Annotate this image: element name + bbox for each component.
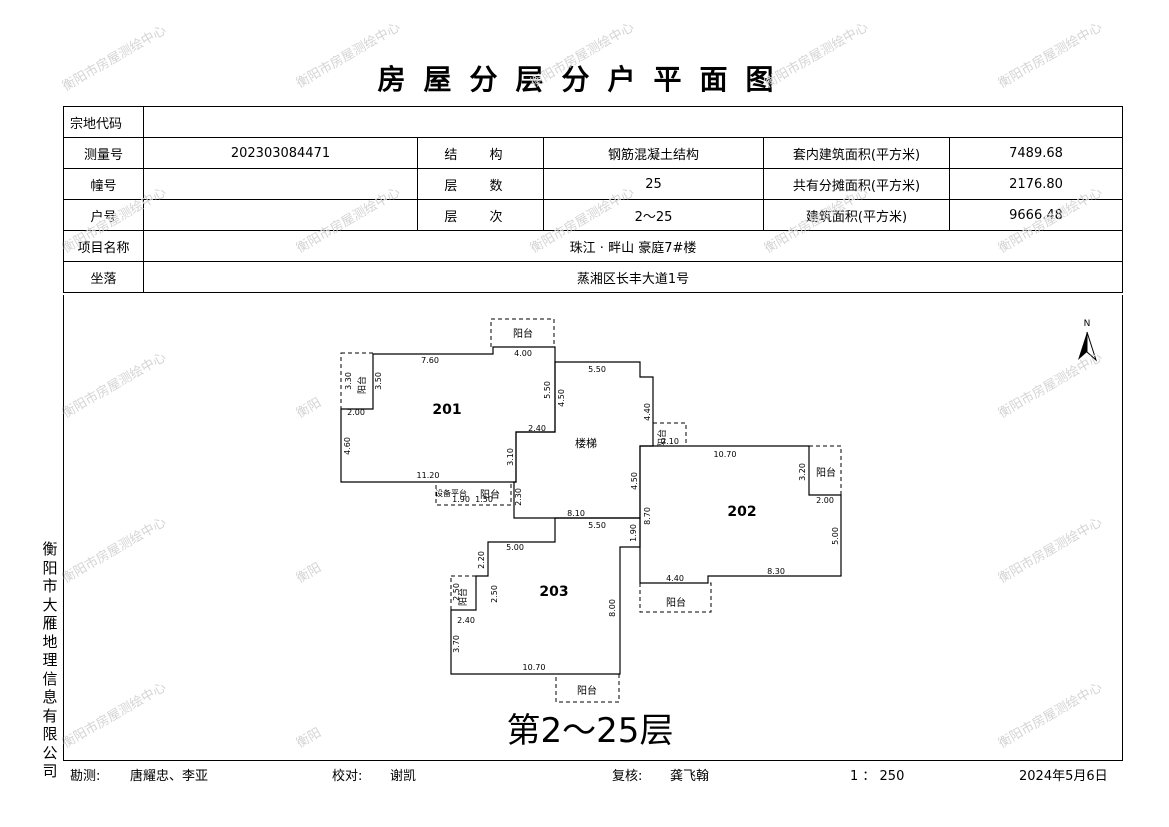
balcony-201-left <box>340 352 374 410</box>
unit-202-label: 202 <box>727 504 756 520</box>
surveyors: 唐耀忠、李亚 <box>130 769 209 784</box>
dim-label: 4.00 <box>514 349 532 358</box>
floor-caption: 第2～25层 <box>507 711 674 751</box>
dim-label: 2.00 <box>816 496 834 505</box>
info-table: 宗地代码 测量号 202303084471 结 构 钢筋混凝土结构 套内建筑面积… <box>63 106 1124 293</box>
balcony-label: 阳台 <box>457 588 469 606</box>
balcony-202-bottom <box>639 582 712 613</box>
dim-label: 3.20 <box>798 463 807 481</box>
dim-label: 4.50 <box>557 389 566 407</box>
dim-label: 7.60 <box>421 356 439 365</box>
building-area-label: 建筑面积(平方米) <box>763 199 950 231</box>
project-label: 项目名称 <box>63 230 144 262</box>
floor-range-value: 2～25 <box>543 199 764 231</box>
dim-label: 5.00 <box>831 527 840 545</box>
balcony-label: 阳台 <box>577 684 597 697</box>
floors-value: 25 <box>543 168 764 200</box>
date: 2024年5月6日 <box>1019 769 1108 784</box>
balcony-203-bottom <box>555 673 620 703</box>
floor-plan-frame <box>63 295 1123 761</box>
structure-value: 钢筋混凝土结构 <box>543 137 764 169</box>
dim-label: 2.50 <box>452 583 461 601</box>
building-area-value: 9666.48 <box>948 199 1124 231</box>
mech-platform-label: 设备平台 <box>435 488 467 498</box>
dim-label: 4.60 <box>343 437 352 455</box>
dim-label: 1.90 <box>452 495 470 504</box>
dim-label: 8.30 <box>767 567 785 576</box>
balcony-label: 阳台 <box>513 327 533 340</box>
dim-label: 3.50 <box>374 372 383 390</box>
stair-label: 楼梯 <box>575 436 597 450</box>
survey-label: 勘测: <box>70 769 101 784</box>
dim-label: 8.00 <box>608 599 617 617</box>
building-no-label: 幢号 <box>63 168 144 200</box>
dim-label: 4.40 <box>643 403 652 421</box>
balcony-stair <box>652 422 687 447</box>
check-label: 校对: <box>332 769 363 784</box>
inner-area-value: 7489.68 <box>948 137 1124 169</box>
unit-201-label: 201 <box>432 402 461 418</box>
balcony-label: 阳台 <box>356 376 368 394</box>
balcony-201-bottom <box>435 481 512 506</box>
dim-label: 1.90 <box>629 524 638 542</box>
dim-label: 3.70 <box>452 635 461 653</box>
dim-label: 10.70 <box>523 663 546 672</box>
balcony-201-top <box>490 318 555 348</box>
dim-label: 5.50 <box>543 381 552 399</box>
dim-label: 5.00 <box>506 543 524 552</box>
balcony-label: 阳台 <box>666 596 686 609</box>
balcony-202-right <box>808 445 842 496</box>
dim-label: 2.50 <box>490 585 499 603</box>
location-label: 坐落 <box>63 261 144 293</box>
dim-label: 8.70 <box>643 507 652 525</box>
balcony-label: 阳台 <box>816 466 836 479</box>
shared-area-value: 2176.80 <box>948 168 1124 200</box>
dim-label: 4.50 <box>630 472 639 490</box>
reviewer: 龚飞翰 <box>670 769 710 784</box>
dim-label: 2.30 <box>514 488 523 506</box>
dim-label: 5.50 <box>588 365 606 374</box>
company-side-text: 衡阳市大雁地理信息有限公司 <box>42 540 58 780</box>
dim-label: 2.00 <box>347 408 365 417</box>
dim-label: 2.40 <box>457 616 475 625</box>
dim-label: 2.10 <box>661 437 679 446</box>
checker: 谢凯 <box>390 769 417 784</box>
dim-label: 10.70 <box>714 450 737 459</box>
dim-label: 1.50 <box>475 495 493 504</box>
parcel-code-label: 宗地代码 <box>63 106 144 138</box>
location-value: 蒸湘区长丰大道1号 <box>142 261 1124 293</box>
dim-label: 3.30 <box>344 372 353 390</box>
dim-label: 2.40 <box>528 424 546 433</box>
north-arrow-icon: N <box>1078 319 1098 362</box>
balcony-label: 阳台 <box>480 488 500 501</box>
page-title: 房屋分层分户平面图 <box>377 63 792 96</box>
dim-label: 11.20 <box>417 471 440 480</box>
dim-label: 3.10 <box>506 448 515 466</box>
dim-label: 5.50 <box>588 521 606 530</box>
dim-label: 8.10 <box>567 509 585 518</box>
unit-203-label: 203 <box>539 584 568 600</box>
north-label: N <box>1084 319 1091 329</box>
dim-label: 2.20 <box>477 551 486 569</box>
balcony-label: 阳台 <box>656 429 668 447</box>
dim-label: 4.40 <box>666 574 684 583</box>
review-label: 复核: <box>612 769 643 784</box>
balcony-203-left <box>450 575 477 611</box>
scale: 1 ： 250 <box>850 769 905 784</box>
